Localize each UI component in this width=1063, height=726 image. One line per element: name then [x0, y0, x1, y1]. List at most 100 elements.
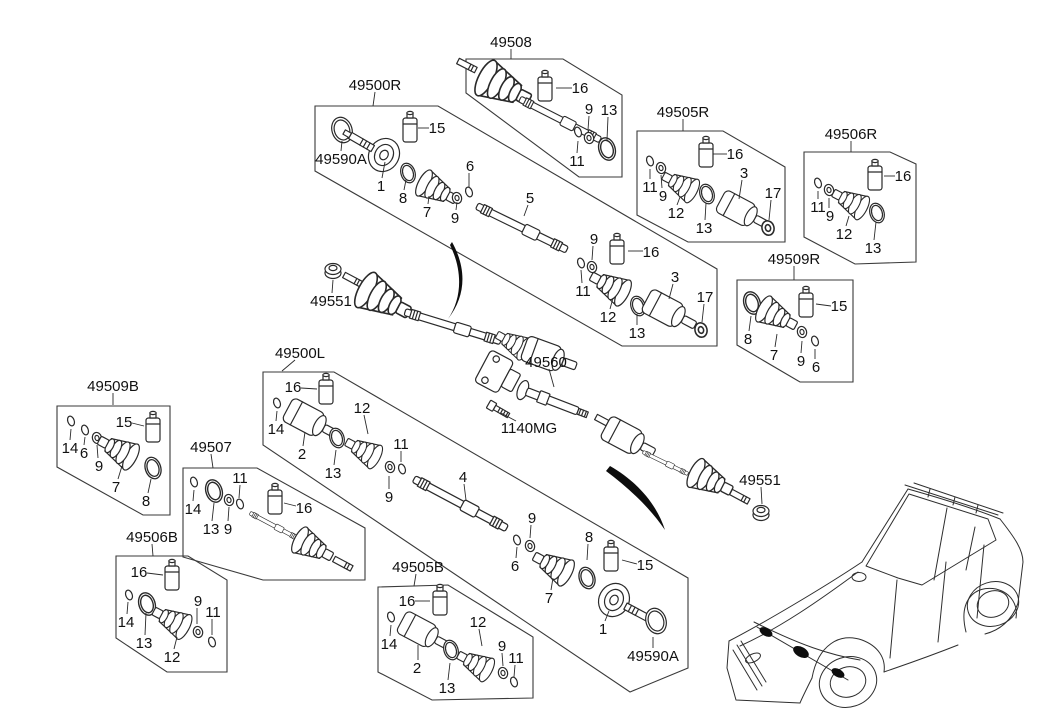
part-number-label: 49590A [315, 151, 367, 168]
callout-number: 13 [439, 680, 456, 697]
callout-leader [576, 140, 579, 154]
callout-number: 6 [511, 558, 519, 575]
callout-leader [501, 652, 504, 667]
car-mirror [851, 572, 867, 582]
part-number-label: 49560 [525, 354, 567, 371]
callout-number: 11 [569, 153, 585, 170]
callout-leader [427, 195, 430, 205]
snap-ring-icon [508, 675, 520, 689]
callout-number: 15 [637, 557, 654, 574]
callout-leader [147, 478, 152, 494]
panel-code-label: 49508 [490, 34, 532, 51]
callout-number: 12 [470, 614, 487, 631]
callout-number: 13 [203, 521, 220, 538]
callout-number: 3 [740, 165, 748, 182]
washer-icon [795, 324, 809, 340]
callout-number: 9 [95, 458, 103, 475]
shaft-icon [641, 449, 690, 477]
panel-code-label: 49505R [657, 104, 710, 121]
callout-number: 11 [642, 179, 658, 196]
panel-label-leader [413, 573, 417, 587]
callout-number: 12 [164, 649, 181, 666]
callout-number: 11 [508, 650, 524, 667]
car-front-wheel [818, 656, 878, 708]
car-hood-line [728, 561, 863, 642]
grease-tube-icon [432, 583, 448, 616]
callout-number: 11 [575, 283, 591, 300]
callout-leader [333, 449, 337, 466]
callout-leader [815, 303, 832, 307]
callout-number: 7 [770, 347, 778, 364]
callout-number: 9 [797, 353, 805, 370]
callout-leader [144, 612, 147, 636]
spline-stub-icon [331, 555, 354, 572]
callout-number: 15 [116, 414, 133, 431]
callout-leader [800, 340, 803, 354]
callout-leader [873, 221, 877, 241]
snap-ring-icon [234, 497, 246, 511]
callout-number: 11 [810, 199, 826, 216]
snap-ring-icon [188, 475, 200, 489]
callout-leader [523, 204, 529, 217]
part-number-leader [760, 486, 763, 505]
callout-number: 16 [399, 593, 416, 610]
car-rear-wheel [966, 581, 1020, 627]
callout-leader [192, 489, 195, 502]
callout-leader [381, 161, 386, 179]
callout-number: 16 [285, 379, 302, 396]
panel-outline-49507 [182, 467, 366, 581]
car-b-pillar [933, 507, 948, 581]
callout-leader [768, 199, 772, 221]
callout-number: 14 [118, 614, 135, 631]
curve-mark [606, 466, 665, 530]
clamp-ring-icon [866, 200, 888, 226]
callout-number: 2 [413, 660, 421, 677]
grease-tube-icon [145, 410, 161, 443]
callout-number: 11 [205, 604, 221, 621]
callout-number: 2 [298, 446, 306, 463]
car-roof-crossbars [927, 488, 979, 514]
shaft-icon [473, 200, 570, 256]
callout-leader [609, 297, 614, 310]
washer-icon [585, 259, 599, 275]
snap-ring-icon [385, 610, 397, 624]
callout-number: 9 [528, 510, 536, 527]
part-number-leader [331, 279, 334, 294]
cv-boot-icon [469, 56, 539, 119]
callout-number: 8 [744, 331, 752, 348]
highlighted-axle-joint [831, 668, 845, 678]
callout-number: 13 [629, 325, 646, 342]
callout-leader [604, 610, 610, 622]
part-number-leader [500, 412, 517, 422]
callout-number: 9 [826, 208, 834, 225]
callout-leader [774, 333, 778, 348]
intermediate-shaft-icon [516, 379, 589, 419]
callout-leader [131, 422, 145, 427]
callout-leader [173, 636, 178, 650]
callout-number: 9 [498, 638, 506, 655]
callout-leader [96, 444, 99, 459]
callout-number: 13 [325, 465, 342, 482]
car-rear-bumper [984, 602, 1019, 635]
clamp-ring-icon [575, 564, 599, 592]
snap-ring-icon [396, 462, 408, 476]
callout-number: 1 [599, 621, 607, 638]
bearing-bracket-icon [474, 350, 521, 393]
clamp-ring-icon [141, 454, 165, 482]
callout-leader [529, 524, 532, 539]
part-number-leader [340, 140, 343, 152]
washer-icon [523, 538, 537, 554]
callout-number: 9 [194, 593, 202, 610]
callout-number: 1 [377, 178, 385, 195]
panel-outline-49505R [636, 130, 786, 243]
part-number-label: 49551 [310, 293, 352, 310]
snap-ring-icon [812, 176, 824, 190]
callout-number: 16 [727, 146, 744, 163]
diagram-line [578, 408, 582, 416]
callout-leader [515, 546, 518, 559]
callout-leader [275, 410, 278, 422]
callout-number: 14 [268, 421, 285, 438]
callout-leader [621, 559, 638, 565]
grease-tube-icon [537, 69, 553, 102]
vehicle-icon [726, 482, 1024, 708]
